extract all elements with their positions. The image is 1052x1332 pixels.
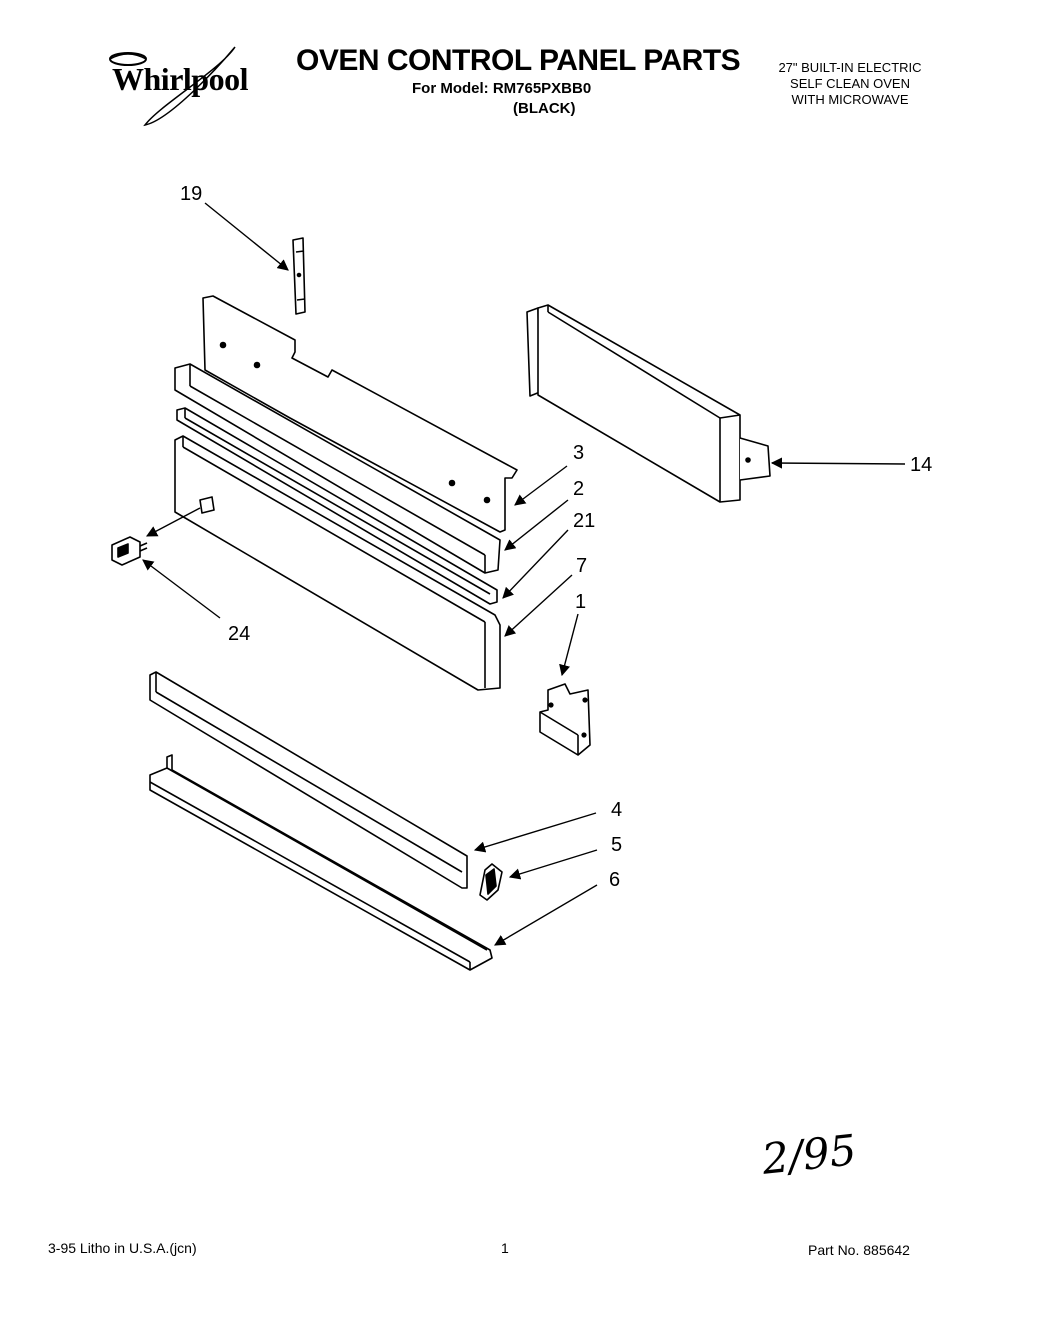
part-24-switch bbox=[111, 536, 148, 566]
callout-21: 21 bbox=[573, 510, 595, 532]
callout-4: 4 bbox=[611, 799, 622, 821]
callout-7: 7 bbox=[576, 555, 587, 577]
footer-print-info: 3-95 Litho in U.S.A.(jcn) bbox=[48, 1240, 197, 1256]
part-7-control-panel bbox=[174, 435, 501, 691]
part-back-plate bbox=[202, 295, 518, 533]
description-line: 27" BUILT-IN ELECTRIC bbox=[778, 60, 922, 75]
part-19-bracket bbox=[292, 237, 306, 315]
callout-19: 19 bbox=[180, 183, 202, 205]
leader-5 bbox=[508, 849, 598, 880]
callout-1: 1 bbox=[575, 591, 586, 613]
leader-6 bbox=[494, 884, 598, 946]
leader-4 bbox=[473, 812, 597, 853]
leader-2 bbox=[504, 499, 569, 551]
model-number: For Model: RM765PXBB0 bbox=[412, 80, 592, 97]
part-4-trim-strip bbox=[149, 671, 468, 889]
part-21-strip bbox=[176, 407, 498, 605]
leader-24-upper bbox=[146, 507, 201, 537]
part-14-control-box bbox=[526, 304, 771, 503]
part-1-side-bracket bbox=[539, 683, 591, 756]
description-line: SELF CLEAN OVEN bbox=[790, 76, 910, 91]
leader-7 bbox=[504, 574, 573, 637]
leader-14 bbox=[770, 457, 906, 469]
logo-wordmark: Whirlpool bbox=[112, 61, 248, 97]
part-number: Part No. 885642 bbox=[808, 1242, 910, 1258]
model-color: (BLACK) bbox=[513, 100, 576, 117]
callout-6: 6 bbox=[609, 869, 620, 891]
product-description: 27" BUILT-IN ELECTRIC SELF CLEAN OVEN WI… bbox=[760, 60, 940, 108]
part-5-end-cap bbox=[479, 863, 503, 901]
page-number: 1 bbox=[501, 1240, 509, 1256]
callout-14: 14 bbox=[910, 454, 932, 476]
logo-swoosh-icon bbox=[109, 46, 236, 127]
callout-3: 3 bbox=[573, 442, 584, 464]
leader-1 bbox=[559, 613, 579, 677]
page-title: OVEN CONTROL PANEL PARTS bbox=[296, 44, 741, 77]
leader-24-lower bbox=[142, 559, 221, 619]
handwritten-note: 2/95 bbox=[759, 1125, 859, 1184]
description-line: WITH MICROWAVE bbox=[791, 92, 909, 107]
leader-19 bbox=[204, 202, 289, 271]
callout-5: 5 bbox=[611, 834, 622, 856]
part-2-channel bbox=[174, 363, 501, 574]
callout-2: 2 bbox=[573, 478, 584, 500]
leader-21 bbox=[502, 529, 569, 599]
whirlpool-logo: Whirlpool bbox=[100, 45, 265, 135]
callout-24: 24 bbox=[228, 623, 250, 645]
leader-3 bbox=[514, 465, 568, 506]
part-6-bottom-channel bbox=[149, 754, 493, 971]
